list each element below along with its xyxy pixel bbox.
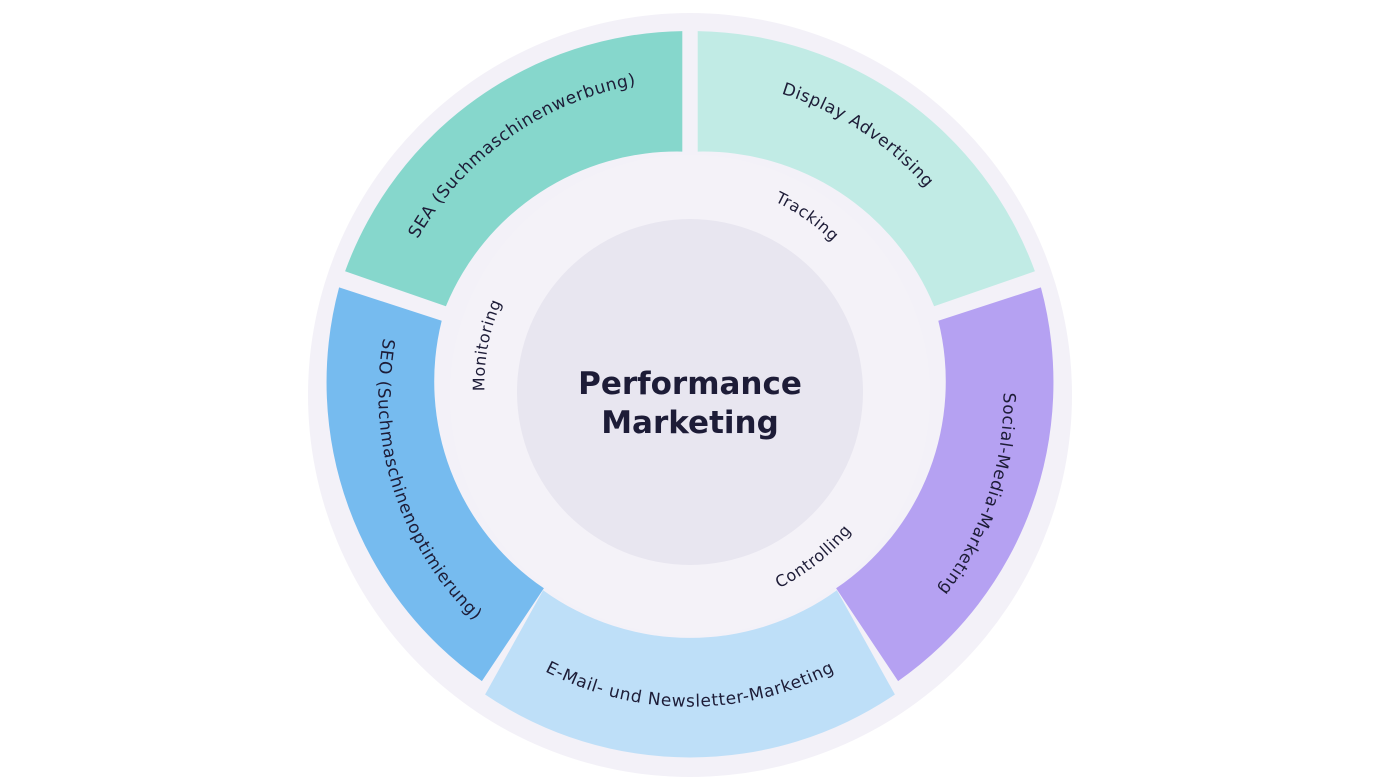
segment-email: E-Mail- und Newsletter-Marketing bbox=[485, 590, 895, 758]
segment-seo-shape bbox=[326, 287, 544, 682]
center-title-line1: Performance bbox=[578, 366, 802, 402]
center-core bbox=[517, 219, 863, 565]
center-title-line2: Marketing bbox=[601, 405, 779, 441]
segment-social-media-shape bbox=[836, 287, 1054, 682]
segment-email-shape bbox=[485, 590, 895, 758]
segment-sea-shape bbox=[345, 31, 683, 307]
segment-social-media: Social-Media-Marketing bbox=[836, 287, 1054, 682]
segment-display-shape bbox=[697, 31, 1035, 307]
